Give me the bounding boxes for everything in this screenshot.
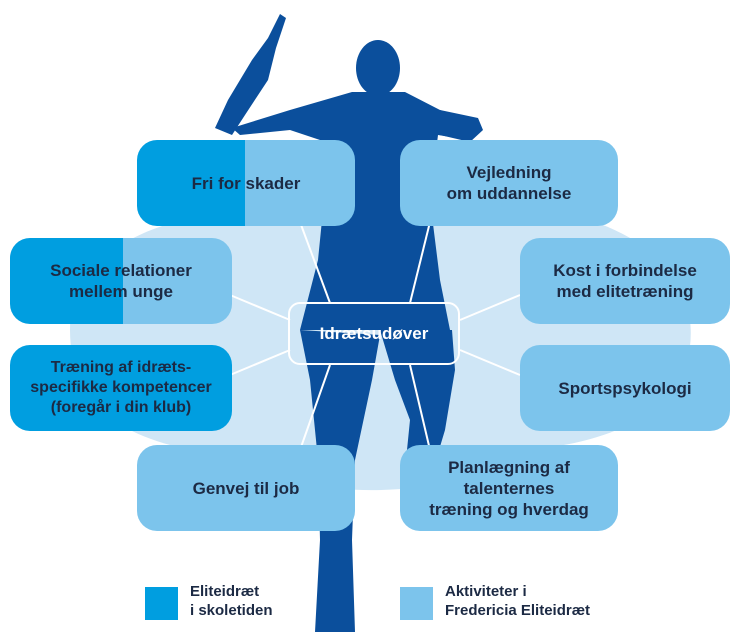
legend-label-activities: Aktiviteter i Fredericia Eliteidræt: [445, 583, 591, 619]
box-traening: Træning af idræts- specifikke kompetence…: [10, 345, 232, 431]
box-sportspsykologi: Sportspsykologi: [520, 345, 730, 431]
box-kost: Kost i forbindelse med elitetræning: [520, 238, 730, 324]
box-genvej-til-job: Genvej til job: [137, 445, 355, 531]
box-label: Sociale relationer mellem unge: [50, 261, 192, 301]
box-sociale-relationer: Sociale relationer mellem unge: [10, 238, 232, 324]
box-fri-for-skader: Fri for skader: [137, 140, 355, 226]
elite-school-half: [137, 140, 247, 226]
box-label: Fri for skader: [191, 173, 301, 193]
box-label: Vejledning om uddannelse: [446, 163, 572, 203]
activities-half: [123, 238, 232, 324]
legend-label-elite-school: Eliteidræt i skoletiden: [190, 583, 273, 619]
box-vejledning: Vejledning om uddannelse: [400, 140, 618, 226]
legend-swatch-elite-school: [145, 587, 178, 620]
box-label: Sportspsykologi: [558, 378, 692, 398]
activities-half: [245, 140, 355, 226]
box-label: Træning af idræts- specifikke kompetence…: [30, 359, 212, 416]
center-label: Idrætsudøver: [319, 323, 429, 343]
box-planlaegning: Planlægning af talenternes træning og hv…: [400, 445, 618, 531]
elite-school-half: [10, 238, 125, 324]
center-athlete-box: Idrætsudøver: [288, 302, 460, 365]
box-label: Genvej til job: [192, 478, 300, 498]
box-label: Planlægning af talenternes træning og hv…: [429, 457, 589, 519]
legend-swatch-activities: [400, 587, 433, 620]
box-label: Kost i forbindelse med elitetræning: [553, 261, 697, 301]
